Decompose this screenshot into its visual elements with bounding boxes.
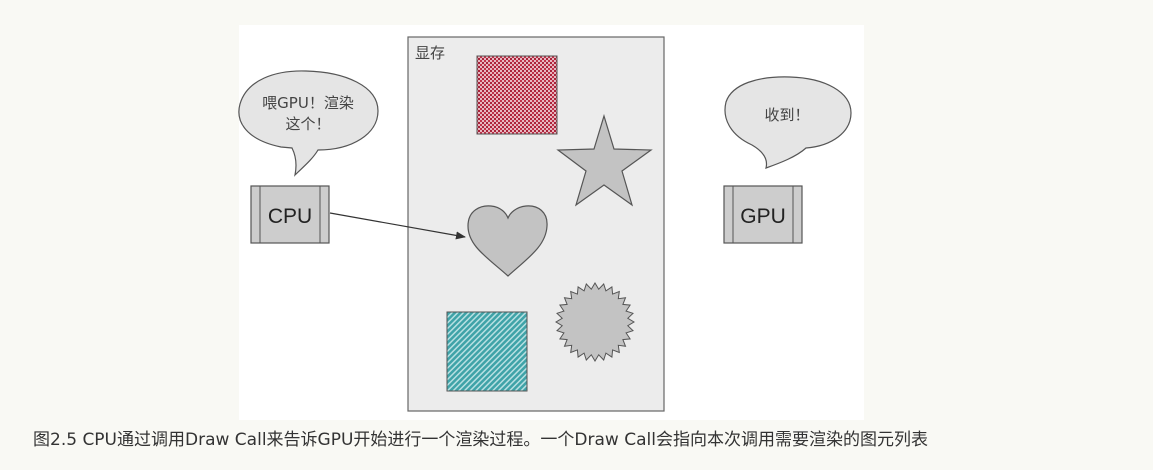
cpu-bubble-line-1: 喂GPU！渲染 bbox=[262, 94, 354, 112]
heart-shape bbox=[467, 205, 548, 277]
teal-striped-square bbox=[446, 311, 528, 392]
figure-caption: 图2.5 CPU通过调用Draw Call来告诉GPU开始进行一个渲染过程。一个… bbox=[33, 430, 928, 450]
gpu-speech-bubble bbox=[724, 76, 852, 169]
cpu-label: CPU bbox=[268, 205, 312, 228]
memory-label: 显存 bbox=[415, 44, 445, 62]
cpu-bubble-line-2: 这个！ bbox=[285, 115, 330, 133]
cpu-speech-bubble bbox=[238, 70, 379, 177]
cpu-chip bbox=[250, 185, 330, 244]
draw-call-arrow bbox=[329, 212, 466, 240]
red-textured-rectangle bbox=[476, 55, 558, 135]
sawtooth-circle bbox=[555, 282, 635, 362]
gpu-label: GPU bbox=[740, 205, 786, 228]
star-shape bbox=[556, 113, 653, 207]
gpu-bubble-text: 收到！ bbox=[764, 106, 809, 124]
gpu-chip bbox=[723, 185, 803, 244]
